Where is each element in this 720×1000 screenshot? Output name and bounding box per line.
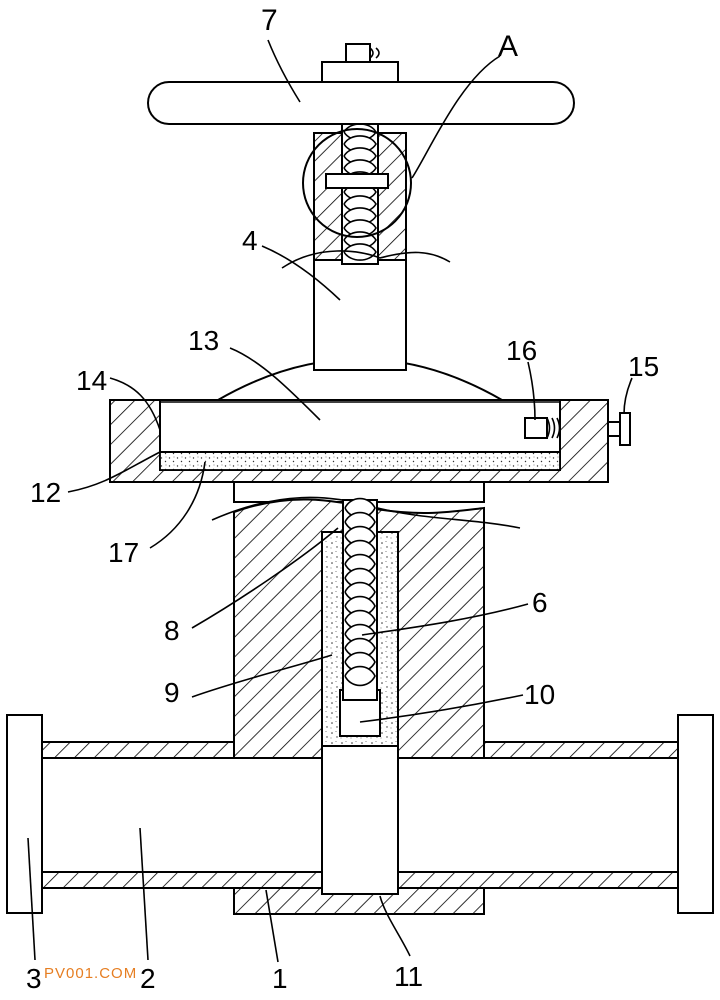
gate-11 bbox=[321, 745, 399, 895]
label-17: 17 bbox=[108, 537, 139, 568]
seal-17 bbox=[159, 451, 561, 471]
label-2: 2 bbox=[140, 963, 156, 994]
label-6: 6 bbox=[532, 587, 548, 618]
handwheel-nut bbox=[345, 43, 371, 63]
stem-upper bbox=[281, 123, 451, 371]
detail-a-circle bbox=[302, 128, 412, 238]
label-7: 7 bbox=[261, 4, 278, 37]
leader-lines bbox=[27, 39, 633, 963]
label-13: 13 bbox=[188, 325, 219, 356]
label-1: 1 bbox=[272, 963, 288, 994]
label-8: 8 bbox=[164, 615, 180, 646]
pin-a bbox=[325, 173, 389, 189]
label-11: 11 bbox=[394, 961, 423, 992]
label-9: 9 bbox=[164, 677, 180, 708]
label-12: 12 bbox=[30, 477, 61, 508]
label-4: 4 bbox=[242, 225, 258, 256]
handwheel-hub bbox=[321, 61, 399, 83]
label-10: 10 bbox=[524, 679, 555, 710]
upper-thread bbox=[343, 123, 377, 261]
thread-coil bbox=[344, 665, 376, 687]
pin-16 bbox=[524, 417, 548, 439]
screw-15-shank bbox=[607, 421, 621, 437]
left-flange bbox=[6, 714, 43, 914]
handwheel-7 bbox=[147, 81, 575, 125]
callout-labels: 7 A 4 13 16 15 14 12 17 8 6 9 10 3 2 1 1… bbox=[26, 4, 659, 994]
cap-plate bbox=[159, 399, 561, 453]
label-3: 3 bbox=[26, 963, 42, 994]
watermark: PV001.COM bbox=[44, 965, 137, 982]
lower-thread bbox=[344, 497, 376, 687]
label-14: 14 bbox=[76, 365, 107, 396]
valve-body bbox=[6, 714, 714, 915]
stem-break-line bbox=[281, 250, 451, 269]
label-15: 15 bbox=[628, 351, 659, 382]
bonnet-column bbox=[211, 481, 521, 895]
bonnet-flange bbox=[109, 358, 631, 483]
handwheel bbox=[147, 43, 575, 125]
screw-15-head bbox=[619, 412, 631, 446]
right-flange bbox=[677, 714, 714, 914]
label-a: A bbox=[498, 30, 518, 63]
label-16: 16 bbox=[506, 335, 537, 366]
